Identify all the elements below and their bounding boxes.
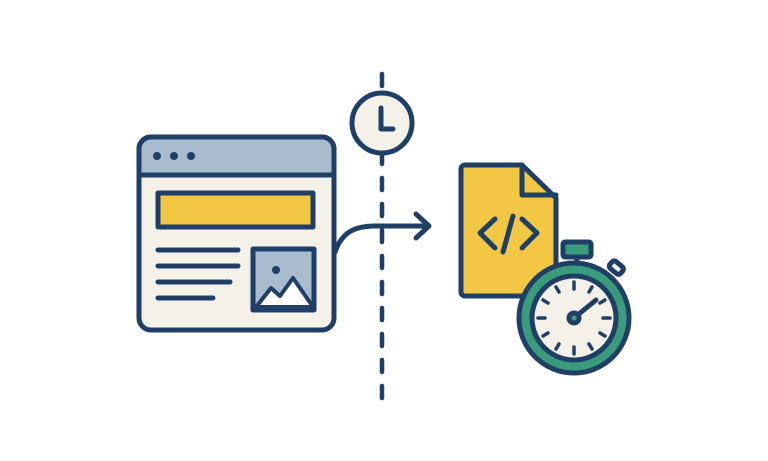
text-lines: [155, 247, 241, 301]
clock-icon: [349, 90, 415, 156]
arrow-right-icon: [332, 211, 432, 255]
stopwatch-ticks: [536, 280, 612, 356]
banner-bar: [155, 190, 316, 230]
browser-window-icon: [136, 134, 337, 333]
window-dots-icon: [153, 152, 195, 160]
stopwatch-icon: [516, 239, 632, 376]
image-icon: [250, 246, 317, 313]
